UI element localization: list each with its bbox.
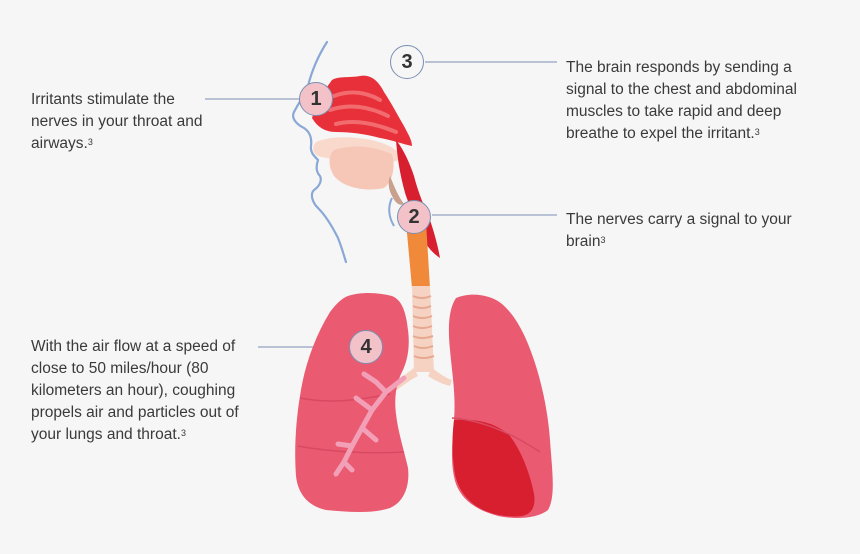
step-3-reference: 3: [754, 127, 760, 137]
step-4-text: With the air flow at a speed of close to…: [31, 338, 239, 443]
step-4-caption: With the air flow at a speed of close to…: [31, 336, 266, 446]
left-lung: [295, 293, 409, 512]
step-2-reference: 3: [600, 235, 606, 245]
step-4-reference: 3: [180, 428, 186, 438]
tongue: [329, 146, 394, 190]
step-4-number: 4: [360, 335, 372, 358]
step-3-text: The brain responds by sending a signal t…: [566, 59, 797, 142]
right-lung-inflamed-region: [452, 419, 535, 517]
pharynx-red: [396, 140, 440, 258]
step-2-caption: The nerves carry a signal to your brain3: [566, 209, 796, 253]
epiglottis: [388, 176, 404, 205]
step-3-caption: The brain responds by sending a signal t…: [566, 57, 836, 145]
face-profile-outline: [292, 40, 348, 264]
step-1-badge: 1: [299, 82, 333, 116]
step-2-text: The nerves carry a signal to your brain: [566, 211, 792, 250]
step-4-badge: 4: [349, 330, 383, 364]
step-1-text: Irritants stimulate the nerves in your t…: [31, 91, 203, 152]
nasal-turbinates: [328, 90, 398, 134]
step-1-reference: 3: [87, 137, 93, 147]
bronchial-tree: [333, 371, 407, 477]
trachea-upper: [406, 222, 430, 288]
neck-outline: [388, 197, 395, 227]
step-1-number: 1: [310, 87, 322, 110]
step-2-badge: 2: [397, 200, 431, 234]
trachea-rings: [412, 295, 435, 359]
bronchi: [390, 368, 452, 392]
right-lung-fissure: [451, 417, 541, 453]
step-1-caption: Irritants stimulate the nerves in your t…: [31, 89, 206, 155]
step-3-number: 3: [401, 50, 413, 73]
step-2-number: 2: [408, 205, 420, 228]
step-3-badge: 3: [390, 45, 424, 79]
